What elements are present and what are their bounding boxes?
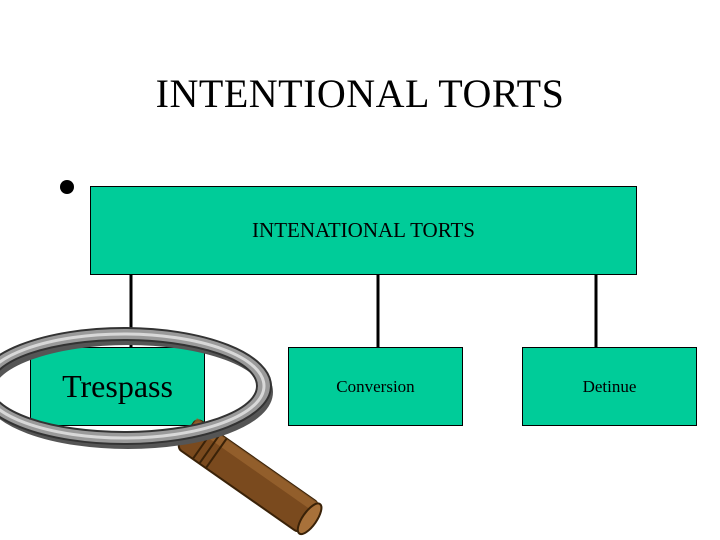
child-node-trespass: Trespass [30,347,205,426]
child-node-label: Trespass [62,368,173,405]
